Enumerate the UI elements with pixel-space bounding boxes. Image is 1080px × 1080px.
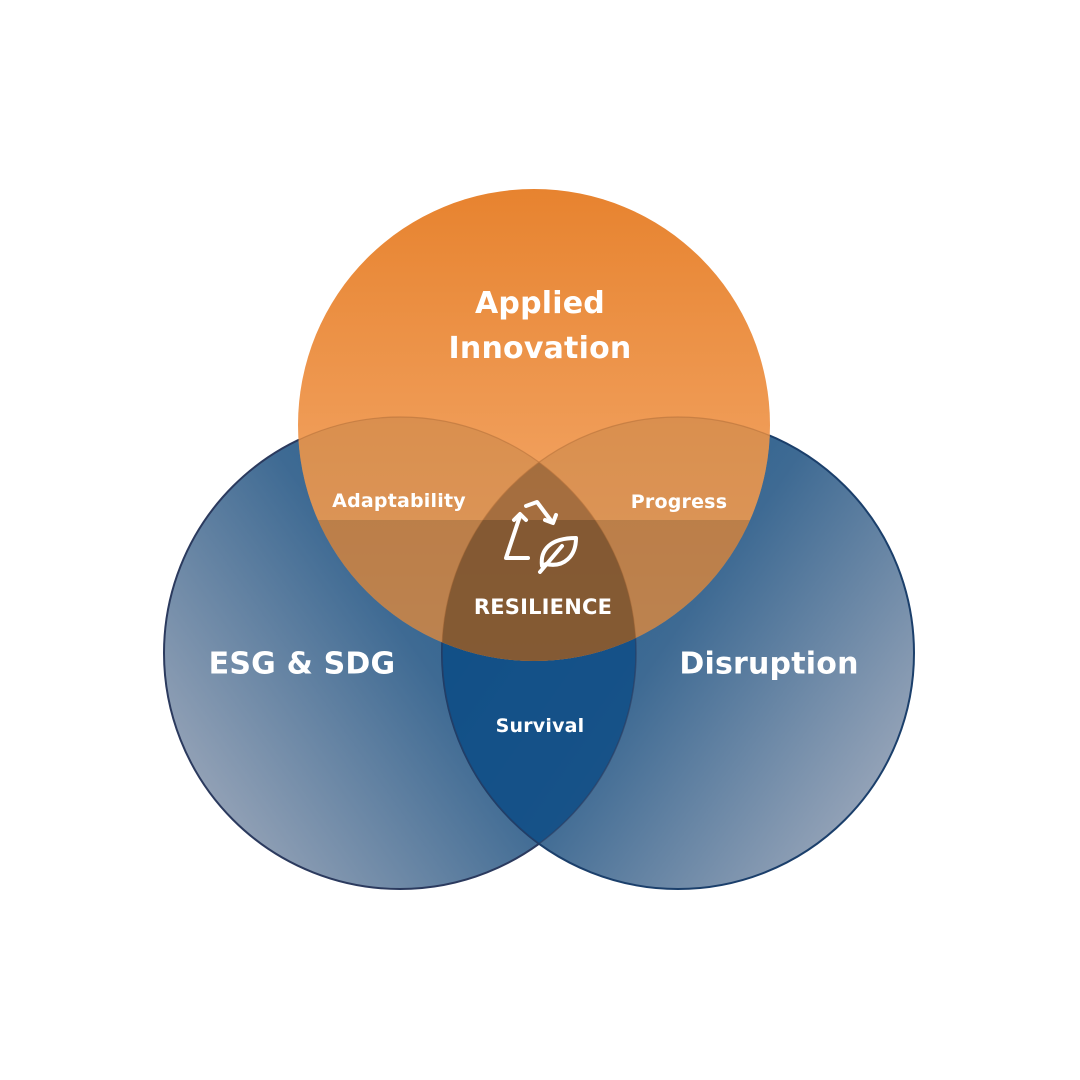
label-resilience: RESILIENCE (473, 595, 613, 619)
label-adaptability: Adaptability (332, 490, 466, 512)
label-esg-sdg: ESG & SDG (208, 646, 396, 682)
label-innovation: Innovation (448, 331, 632, 366)
label-applied: Applied (475, 286, 605, 321)
label-applied-innovation: Applied Innovation (449, 281, 632, 371)
label-progress: Progress (630, 491, 728, 513)
label-disruption: Disruption (679, 646, 859, 682)
label-survival: Survival (495, 715, 585, 737)
recycle-leaf-icon (504, 500, 578, 574)
